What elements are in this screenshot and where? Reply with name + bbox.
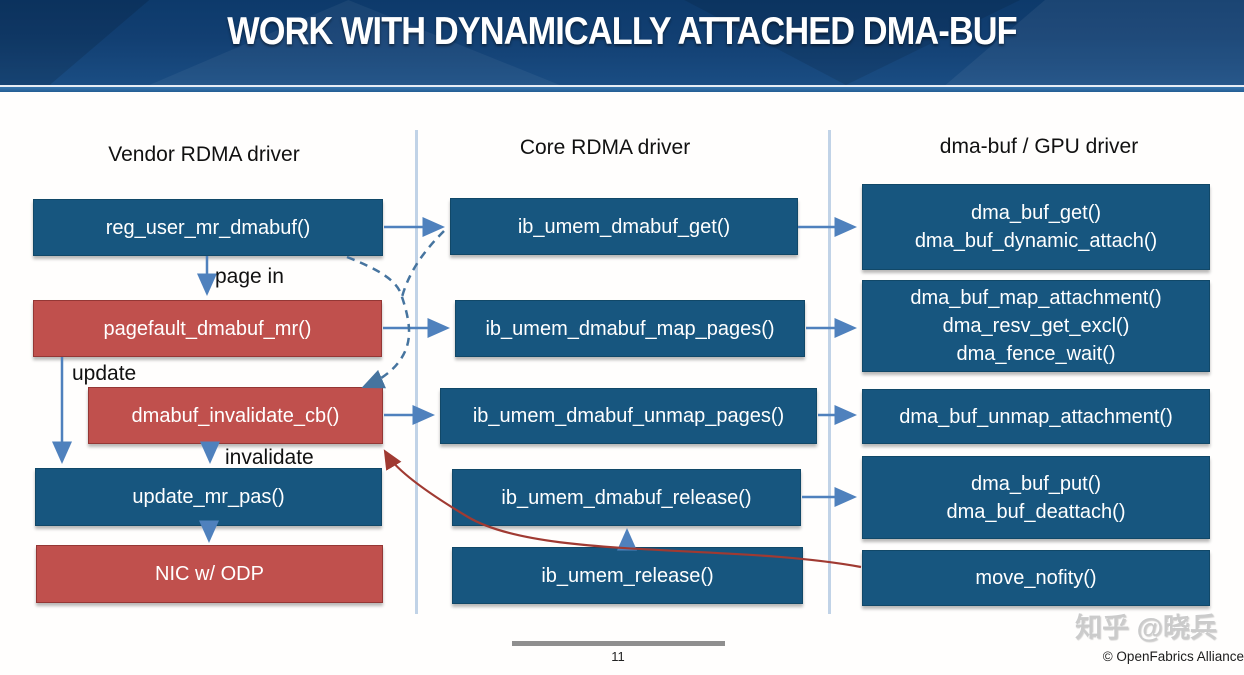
edge-label-page-in: page in xyxy=(215,265,284,288)
node-ib-umem-release: ib_umem_release() xyxy=(452,547,803,604)
node-move-notify: move_nofity() xyxy=(862,550,1210,606)
page-number: 11 xyxy=(611,649,625,664)
node-ib-umem-dmabuf-release: ib_umem_dmabuf_release() xyxy=(452,469,801,526)
banner-accent-strip xyxy=(0,87,1244,92)
column-header-vendor: Vendor RDMA driver xyxy=(108,143,300,166)
column-header-gpu: dma-buf / GPU driver xyxy=(939,135,1139,158)
title-banner: WORK WITH DYNAMICALLY ATTACHED DMA-BUF xyxy=(0,0,1244,85)
column-header-core: Core RDMA driver xyxy=(519,136,691,159)
dashed-curve-get-branch xyxy=(400,230,445,298)
column-divider-2 xyxy=(828,130,831,614)
node-reg-user-mr-dmabuf: reg_user_mr_dmabuf() xyxy=(33,199,383,256)
footer-bar xyxy=(512,641,725,646)
slide-title: WORK WITH DYNAMICALLY ATTACHED DMA-BUF xyxy=(227,10,1017,53)
edge-label-update: update xyxy=(72,362,137,385)
node-line: dma_buf_dynamic_attach() xyxy=(914,230,1158,252)
node-dma-buf-map-attachment: dma_buf_map_attachment() dma_resv_get_ex… xyxy=(862,280,1210,372)
node-nic-w-odp: NIC w/ ODP xyxy=(36,545,383,603)
banner-separator-line xyxy=(0,85,1244,87)
node-dma-buf-unmap-attachment: dma_buf_unmap_attachment() xyxy=(862,389,1210,444)
copyright: © OpenFabrics Alliance xyxy=(1102,649,1244,664)
node-pagefault-dmabuf-mr: pagefault_dmabuf_mr() xyxy=(33,300,382,357)
node-dmabuf-invalidate-cb: dmabuf_invalidate_cb() xyxy=(88,387,383,444)
node-line: dma_buf_get() xyxy=(970,202,1102,224)
node-line: dma_fence_wait() xyxy=(956,343,1116,365)
node-line: dma_resv_get_excl() xyxy=(942,315,1130,337)
column-divider-1 xyxy=(415,130,418,614)
node-ib-umem-dmabuf-map-pages: ib_umem_dmabuf_map_pages() xyxy=(455,300,805,357)
node-ib-umem-dmabuf-get: ib_umem_dmabuf_get() xyxy=(450,198,798,255)
node-dma-buf-get-attach: dma_buf_get() dma_buf_dynamic_attach() xyxy=(862,184,1210,270)
node-update-mr-pas: update_mr_pas() xyxy=(35,468,382,526)
node-line: dma_buf_map_attachment() xyxy=(910,287,1162,309)
node-line: dma_buf_deattach() xyxy=(946,500,1126,523)
node-ib-umem-dmabuf-unmap-pages: ib_umem_dmabuf_unmap_pages() xyxy=(440,388,817,444)
node-dma-buf-put-deattach: dma_buf_put() dma_buf_deattach() xyxy=(862,456,1210,539)
node-line: dma_buf_put() xyxy=(970,472,1102,495)
watermark: 知乎 @晓兵 xyxy=(1075,613,1217,643)
edge-label-invalidate: invalidate xyxy=(225,446,314,469)
